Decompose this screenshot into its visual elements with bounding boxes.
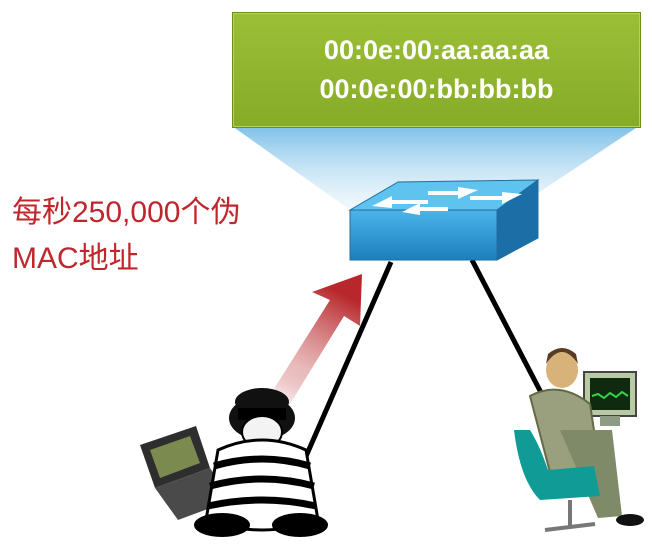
- flood-caption: 每秒250,000个伪 MAC地址: [12, 190, 312, 282]
- flood-arrow: [272, 274, 362, 404]
- link-user: [469, 258, 551, 408]
- mac-address-table: 00:0e:00:aa:aa:aa 00:0e:00:bb:bb:bb: [232, 12, 641, 128]
- mac-entry: 00:0e:00:bb:bb:bb: [319, 74, 554, 104]
- flood-caption-line-2: MAC地址: [12, 242, 139, 275]
- user-workstation-icon: [514, 348, 644, 532]
- switch-icon: [348, 179, 540, 261]
- attacker-icon: [194, 388, 328, 537]
- mac-entry: 00:0e:00:aa:aa:aa: [323, 35, 550, 65]
- flood-caption-line-1: 每秒250,000个伪: [12, 196, 241, 229]
- link-attacker: [297, 260, 394, 472]
